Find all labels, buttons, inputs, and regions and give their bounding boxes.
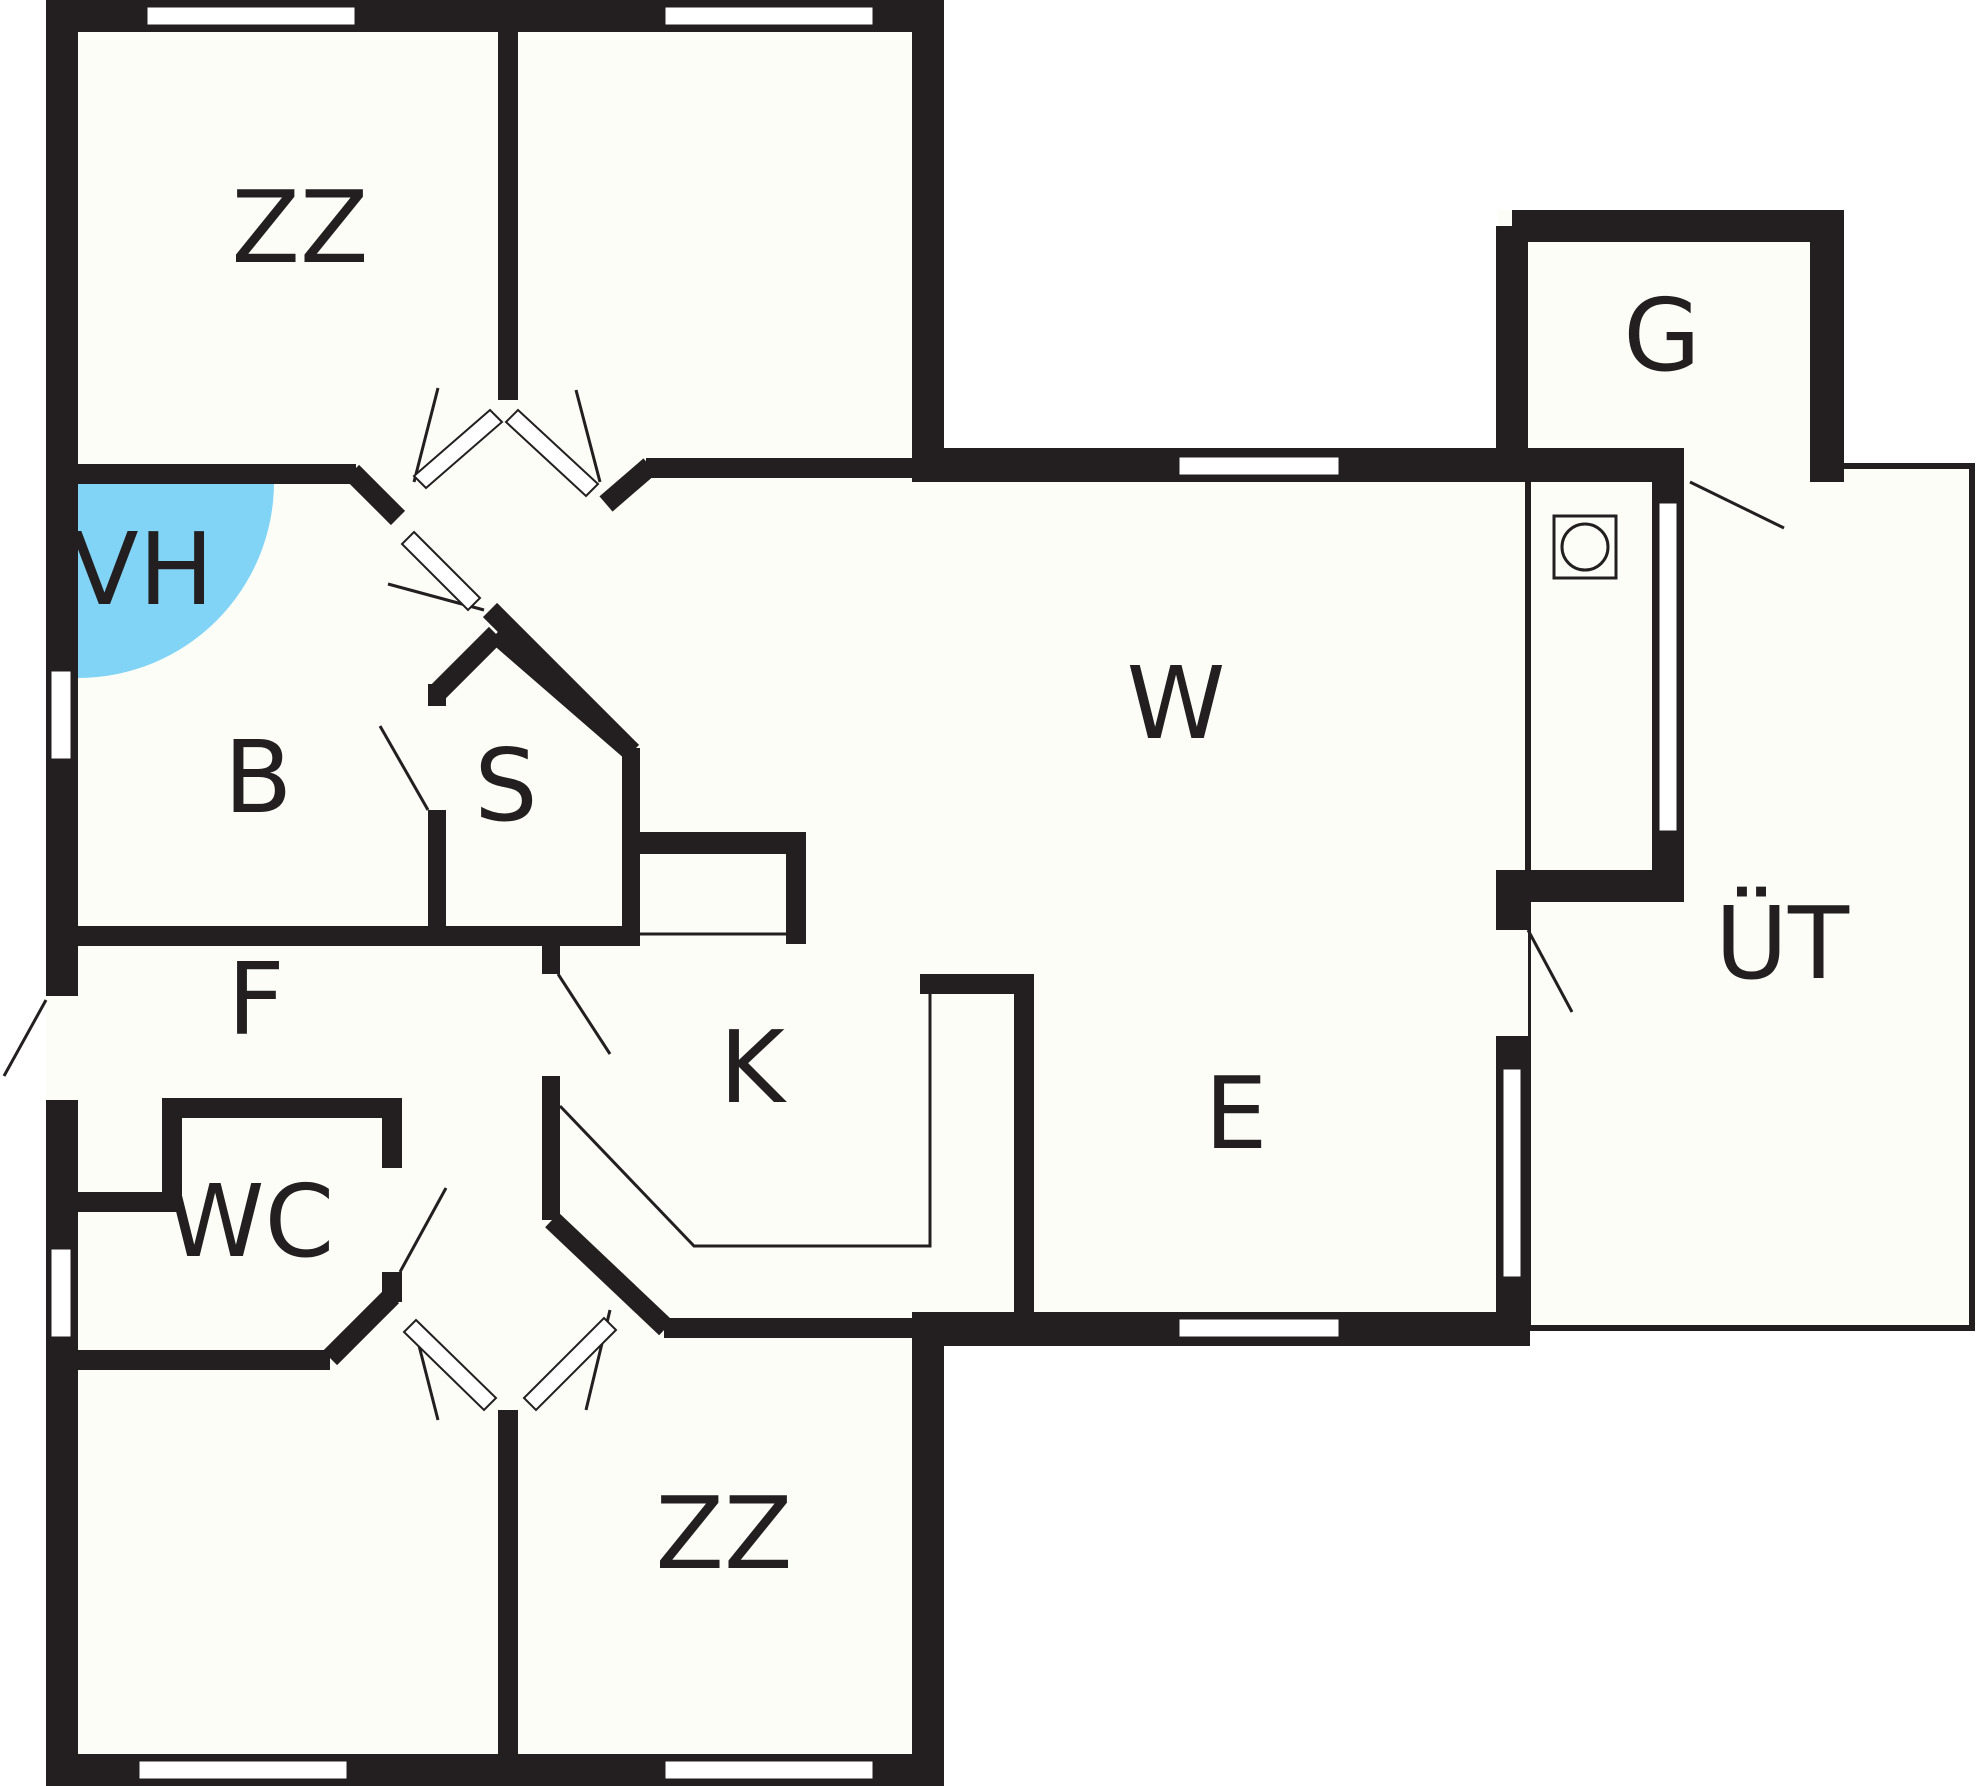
- diagonal-walls: [322, 458, 673, 1366]
- wall-garage-left: [1496, 226, 1528, 478]
- wall-kitchen-left: [542, 1076, 560, 1220]
- room-label-g: G: [1623, 277, 1701, 394]
- door-swing-icon: [574, 389, 602, 483]
- wall-garage-right: [1810, 210, 1844, 482]
- window-icon: [662, 1758, 876, 1782]
- floor-living: [944, 456, 1528, 1336]
- window-icon: [144, 4, 358, 28]
- diagonal-door-frames: [400, 408, 618, 1412]
- door-opening: [382, 1168, 402, 1272]
- window-icon: [1656, 500, 1680, 834]
- door-swing-icon: [398, 1187, 448, 1273]
- heater-zone-icon: [78, 482, 274, 678]
- wall-counter-right: [786, 832, 806, 944]
- door-swing-icon: [1526, 929, 1574, 1013]
- wall-wc-left-stub: [78, 1192, 180, 1212]
- floor-garage: [1498, 210, 1842, 470]
- wall-outer-left: [46, 0, 78, 1786]
- room-label-zz-bottom: ZZ: [655, 1475, 792, 1592]
- door-opening: [46, 996, 78, 1100]
- wall-bottom-block-right: [912, 1312, 944, 1786]
- wall-living-right-lower-a: [1496, 870, 1528, 930]
- wall-kitchen-right-cap: [920, 974, 1034, 994]
- wall-storage-left: [428, 810, 446, 936]
- door-openings: [46, 448, 1810, 1272]
- door-frame-icon: [522, 1316, 618, 1412]
- room-label-w: W: [1127, 645, 1226, 762]
- door-swing-icon: [556, 973, 612, 1055]
- door-frame-icon: [504, 408, 600, 498]
- door-swing-icon: [1689, 480, 1785, 530]
- wall-lower-bedroom-top-left: [78, 1350, 330, 1370]
- wall-top-block-right: [912, 0, 944, 480]
- room-label-b: B: [224, 719, 293, 836]
- window-icon: [48, 668, 74, 762]
- room-label-zz-top: ZZ: [231, 169, 368, 286]
- wall-garage-top: [1512, 210, 1844, 242]
- door-opening: [1684, 448, 1810, 482]
- door-opening: [1496, 930, 1528, 1036]
- wall-storage-diagonal: [430, 626, 504, 700]
- wall-bottom-divider: [498, 1410, 518, 1760]
- room-label-vh: VH: [70, 511, 214, 628]
- door-frame-icon: [400, 530, 482, 612]
- wall-upper-bedroom-bottom-left: [78, 464, 356, 484]
- window-icon: [662, 4, 876, 28]
- wall-bath-diagonal-upper: [344, 464, 406, 526]
- door-swing-icon: [412, 387, 440, 483]
- wall-storage-diagonal-b: [489, 626, 639, 760]
- windows: [48, 4, 1680, 1782]
- door-opening: [428, 706, 446, 810]
- stove-burner: [1560, 522, 1610, 572]
- window-icon: [1500, 1066, 1524, 1280]
- wall-kitchen-right: [1014, 974, 1034, 1314]
- door-opening: [542, 974, 560, 1076]
- room-label-f: F: [227, 941, 285, 1058]
- window-icon: [136, 1758, 350, 1782]
- wall-hall-diagonal-bottom: [545, 1212, 673, 1336]
- wall-left-entry-jamb: [46, 1098, 78, 1108]
- window-icon: [1176, 1316, 1342, 1340]
- room-label-s: S: [474, 727, 537, 844]
- floor-main: [46, 0, 944, 1786]
- wall-wc-right: [382, 1098, 402, 1168]
- wall-wc-top: [162, 1098, 402, 1118]
- door-frame-icon: [402, 1318, 498, 1412]
- wall-top-divider: [498, 28, 518, 400]
- room-label-ut: ÜT: [1715, 885, 1850, 1002]
- wall-counter-top: [622, 832, 806, 854]
- wall-hall-diagonal-top: [599, 458, 657, 512]
- wall-upper-bedroom-bottom-right: [646, 458, 916, 478]
- stove-icon: [1552, 514, 1618, 580]
- wall-bath-bottom: [78, 926, 640, 946]
- room-labels: ZZ G VH B S W F K ÜT WC E ZZ: [70, 169, 1850, 1592]
- wall-wc-left: [162, 1098, 182, 1210]
- wall-lower-hall-right: [664, 1318, 916, 1338]
- wall-kitchen-left-top: [542, 940, 560, 974]
- wall-wc-diagonal: [322, 1288, 400, 1366]
- window-icon: [48, 1246, 74, 1340]
- door-swing-icon: [2, 999, 48, 1077]
- kitchen-counter-outline: [558, 990, 932, 1248]
- door-swing-icon: [378, 725, 430, 811]
- room-label-k: K: [719, 1009, 787, 1126]
- window-icon: [1176, 454, 1342, 478]
- room-label-wc: WC: [166, 1163, 335, 1280]
- room-label-e: E: [1204, 1055, 1267, 1172]
- stove-frame: [1552, 514, 1618, 580]
- door-frame-icon: [412, 408, 504, 490]
